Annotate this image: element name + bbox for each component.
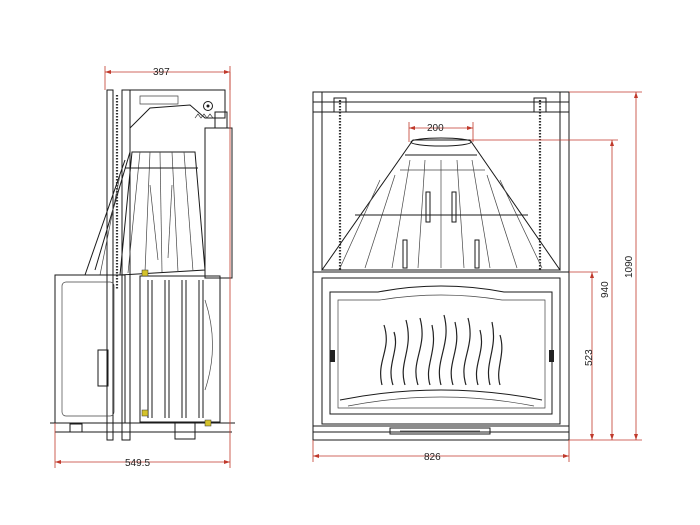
- side-frame-upright-inner: [121, 89, 131, 441]
- side-view: 397: [50, 66, 235, 469]
- dimension-front-width: 826: [312, 440, 570, 463]
- dimension-side-top-width: 397: [104, 66, 231, 90]
- dimension-label-397: 397: [153, 67, 170, 78]
- side-glass-door: [139, 275, 221, 423]
- dimension-label-200: 200: [427, 123, 444, 134]
- side-hood: [84, 151, 206, 276]
- dimension-opening-height: 523: [569, 271, 598, 440]
- ash-drawer: [389, 427, 491, 435]
- dimension-mid-height: 940: [470, 139, 618, 440]
- dimension-total-height: 1090: [569, 91, 642, 441]
- flames-decoration: [380, 314, 503, 386]
- dimension-label-523: 523: [584, 349, 595, 366]
- dimension-label-549-5: 549.5: [125, 458, 150, 469]
- front-view: 200: [312, 91, 642, 463]
- side-top-bracket: [129, 89, 226, 130]
- dimension-label-940: 940: [600, 281, 611, 298]
- front-hood: [321, 137, 561, 271]
- side-frame-upright-left: [106, 89, 114, 441]
- pulley-wheel-icon: [203, 101, 213, 111]
- front-firebox: [312, 271, 570, 435]
- dimension-label-826: 826: [424, 452, 441, 463]
- side-handle-icon: [97, 349, 109, 387]
- side-counterweight-box: [204, 127, 233, 279]
- dimension-side-bottom-width: 549.5: [54, 72, 231, 469]
- dimension-label-1090: 1090: [624, 255, 635, 278]
- dimension-flue: 200: [408, 122, 474, 142]
- side-rear-body: [54, 274, 126, 424]
